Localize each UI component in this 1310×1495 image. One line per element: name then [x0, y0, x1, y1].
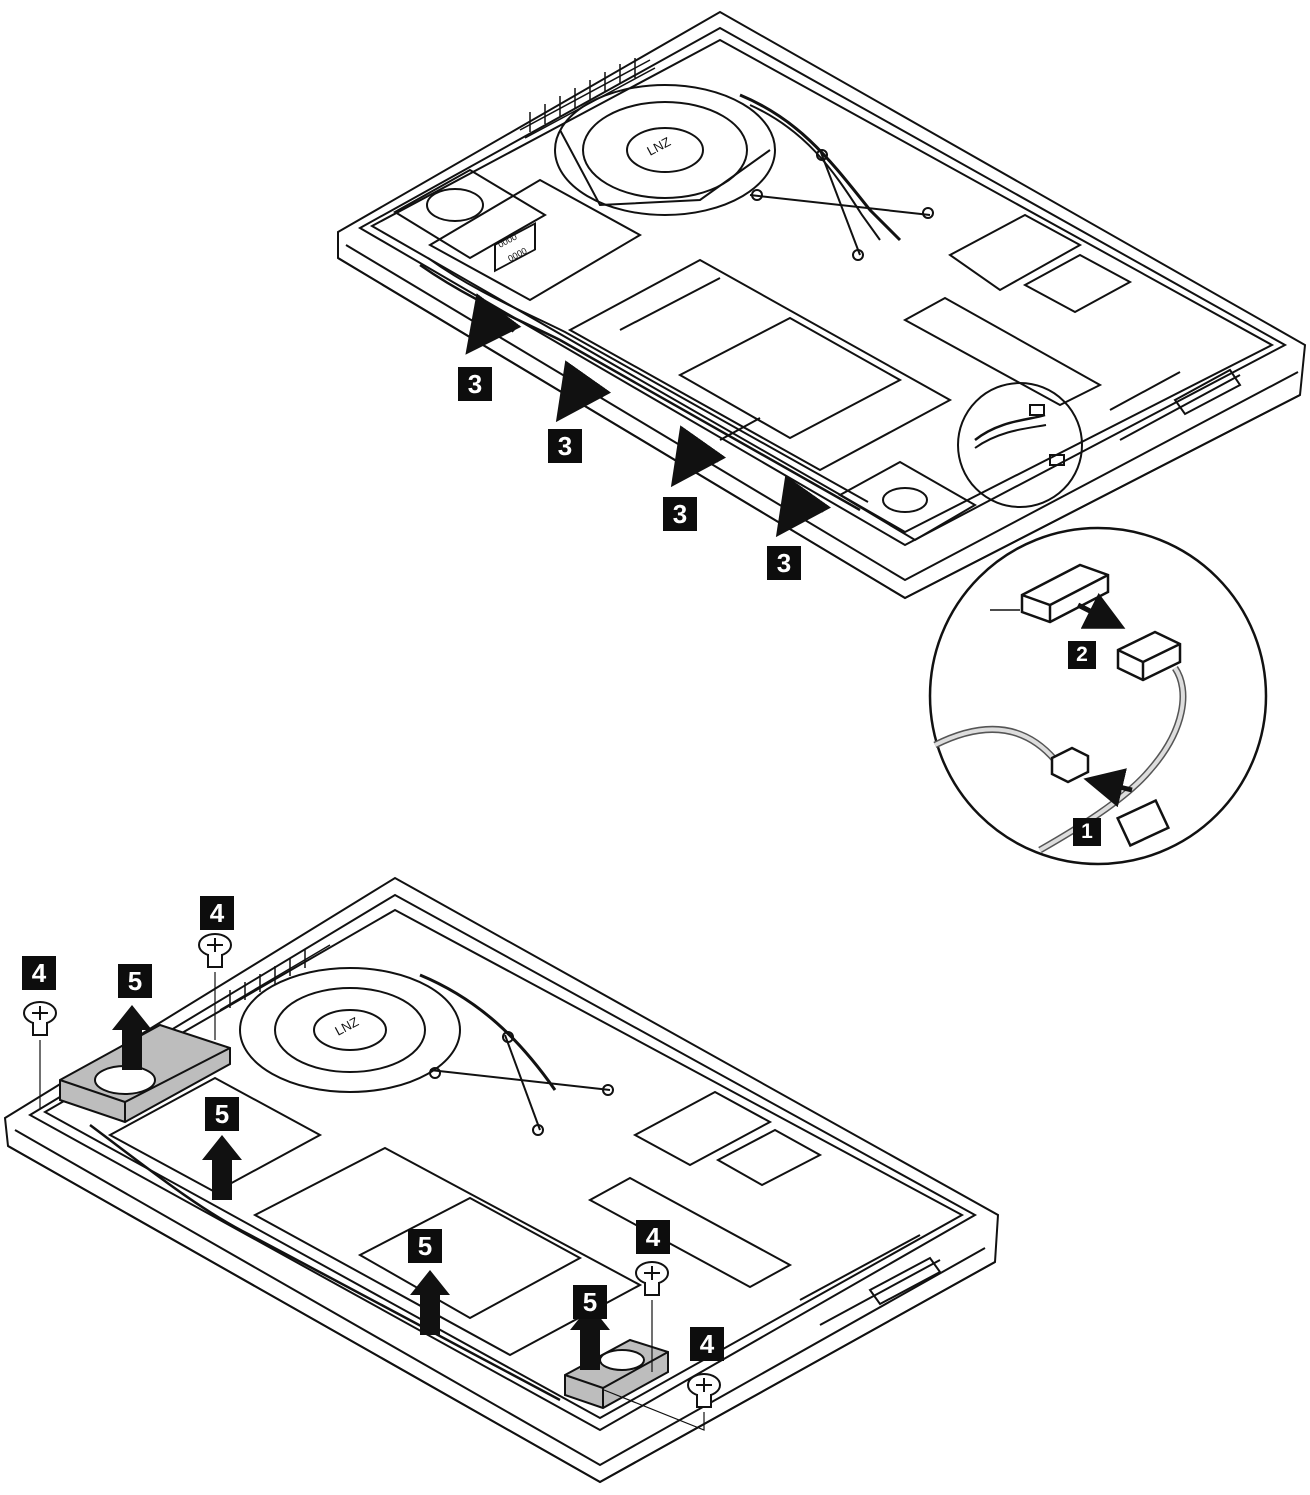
screw-icon	[603, 1373, 721, 1431]
step-badge-3c: 3	[663, 497, 697, 531]
speaker-icon	[393, 168, 547, 260]
release-arrows	[465, 293, 832, 538]
screw-icon	[635, 1261, 669, 1372]
step-badge-4d: 4	[690, 1327, 724, 1361]
step-badge-5b: 5	[205, 1097, 239, 1131]
top-laptop-base	[337, 10, 1307, 600]
straight-arrow-icon	[410, 1270, 450, 1335]
screw-icon	[198, 933, 232, 1040]
bottom-laptop-base	[3, 876, 1000, 1484]
step-badge-4c: 4	[636, 1220, 670, 1254]
fan-icon	[554, 84, 776, 216]
lift-arrows	[112, 1005, 610, 1370]
step-badge-3a: 3	[458, 367, 492, 401]
step-badge-4a: 4	[200, 896, 234, 930]
connector-detail	[928, 526, 1268, 866]
vent-grille	[519, 58, 656, 139]
straight-arrow-icon	[202, 1135, 242, 1200]
speaker-icon	[564, 1338, 669, 1410]
step-badge-3b: 3	[548, 429, 582, 463]
step-badge-3d: 3	[767, 546, 801, 580]
screws	[23, 933, 721, 1431]
step-badge-1: 1	[1073, 818, 1101, 846]
curved-arrow-icon	[670, 425, 727, 488]
connector-icon	[1116, 630, 1182, 682]
fan-icon	[239, 967, 461, 1093]
step-badge-4b: 4	[22, 956, 56, 990]
curved-arrow-icon	[775, 475, 832, 538]
connector-icon	[1020, 563, 1110, 624]
straight-arrow-icon	[112, 1005, 152, 1070]
curved-arrow-icon	[465, 293, 522, 355]
step-badge-5a: 5	[118, 964, 152, 998]
screw-icon	[23, 1001, 57, 1108]
step-badge-5d: 5	[573, 1285, 607, 1319]
straight-arrow-icon	[570, 1305, 610, 1370]
detail-callout-circle	[957, 382, 1083, 508]
step-badge-5c: 5	[408, 1229, 442, 1263]
speaker-icon	[59, 1023, 231, 1124]
curved-arrow-icon	[555, 360, 612, 423]
step-badge-2: 2	[1068, 641, 1096, 669]
